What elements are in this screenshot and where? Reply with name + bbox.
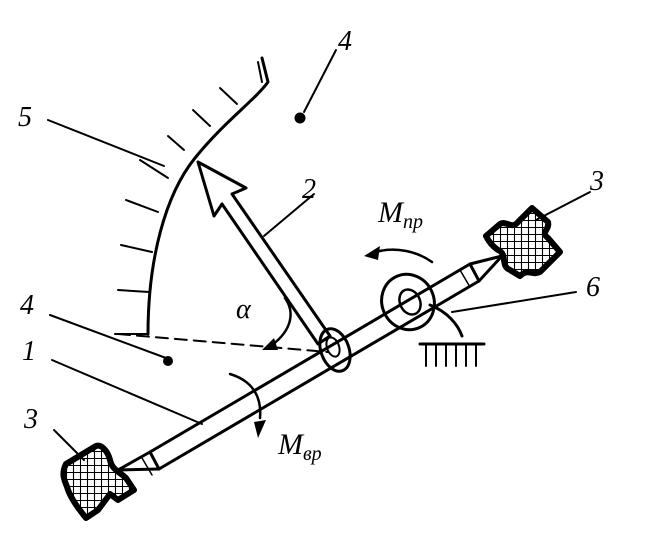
label-m-pr-main: M (377, 196, 405, 229)
label-m-vr: Mвр (277, 428, 322, 465)
clamp-bottom-left (60, 442, 137, 521)
label-3-bottom: 3 (23, 404, 38, 435)
label-1: 1 (22, 336, 36, 367)
label-alpha: α (236, 294, 252, 325)
point-4-top (294, 112, 306, 124)
reference-dashed-line (117, 333, 329, 353)
label-3-top: 3 (589, 166, 604, 197)
mpr-rotation-arrow (364, 246, 434, 264)
scale-ticks (114, 61, 263, 335)
leader-lines (47, 49, 591, 461)
label-2: 2 (302, 174, 316, 205)
label-6: 6 (586, 272, 600, 303)
label-m-vr-sub: вр (303, 443, 322, 465)
pointer-arrow (196, 160, 332, 346)
label-m-pr: Mпр (377, 196, 423, 233)
gimbal-ring (318, 327, 352, 373)
label-4-top: 4 (338, 26, 352, 57)
clamp-top-right (483, 205, 563, 279)
label-4-bottom: 4 (20, 290, 34, 321)
label-m-vr-main: M (277, 428, 305, 461)
bearing-disc (380, 272, 436, 332)
scale-arc (114, 56, 270, 336)
label-m-pr-sub: пр (403, 211, 423, 233)
alpha-angle-arc (262, 296, 292, 350)
label-5: 5 (18, 102, 32, 133)
mvr-rotation-arrow (228, 372, 266, 438)
support-base (418, 303, 486, 367)
